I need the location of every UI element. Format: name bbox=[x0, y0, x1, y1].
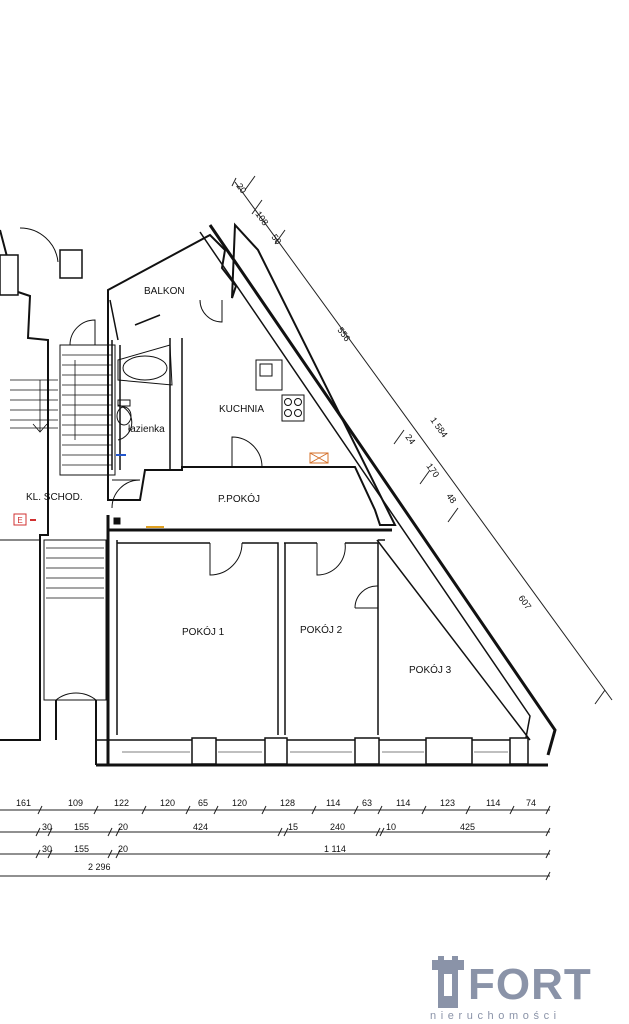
dim-row3-0: 30 bbox=[42, 844, 52, 854]
doors bbox=[0, 227, 379, 740]
staircase-upper bbox=[59, 344, 116, 476]
horizontal-dimensions: 161 109 122 120 65 120 128 114 63 114 12… bbox=[0, 798, 551, 881]
logo-tagline: nieruchomości bbox=[430, 1010, 561, 1022]
room-label-kuchnia: KUCHNIA bbox=[219, 404, 264, 415]
dim-row1-1: 109 bbox=[68, 798, 83, 808]
room-label-klatka: KL. SCHOD. bbox=[26, 492, 83, 503]
dim-170: 170 bbox=[424, 461, 441, 479]
tower-icon bbox=[432, 956, 464, 1008]
room-label-pokoj3: POKÓJ 3 bbox=[409, 663, 452, 676]
dim-row1-2: 122 bbox=[114, 798, 129, 808]
dim-row2-7: 425 bbox=[460, 822, 475, 832]
dim-row1-9: 114 bbox=[396, 798, 410, 808]
dim-row2-4: 15 bbox=[288, 822, 298, 832]
diagonal-dimensions: 20 108 50 556 1 584 24 170 48 607 bbox=[231, 175, 613, 705]
dim-607: 607 bbox=[516, 593, 533, 611]
room-label-balkon: BALKON bbox=[144, 286, 185, 297]
dim-row3-2: 20 bbox=[118, 844, 128, 854]
dim-row2-0: 30 bbox=[42, 822, 52, 832]
fixtures bbox=[113, 344, 329, 528]
dim-24: 24 bbox=[403, 432, 417, 446]
dim-row2-5: 240 bbox=[330, 822, 345, 832]
dim-row1-3: 120 bbox=[160, 798, 175, 808]
dim-row3-1: 155 bbox=[74, 844, 89, 854]
dim-row2-1: 155 bbox=[74, 822, 89, 832]
stair-treads bbox=[10, 354, 112, 599]
dim-row1-12: 74 bbox=[526, 798, 536, 808]
dim-row2-3: 424 bbox=[193, 822, 208, 832]
dim-108: 108 bbox=[253, 209, 270, 227]
dim-row1-4: 65 bbox=[198, 798, 208, 808]
dim-48: 48 bbox=[444, 491, 458, 505]
dim-row1-5: 120 bbox=[232, 798, 247, 808]
dim-50: 50 bbox=[269, 232, 283, 246]
dim-1584: 1 584 bbox=[428, 415, 449, 439]
room-label-przedpokoj: P.POKÓJ bbox=[218, 492, 260, 505]
fort-logo: FORT nieruchomości bbox=[430, 956, 629, 1024]
dim-row1-6: 128 bbox=[280, 798, 295, 808]
dim-row1-8: 63 bbox=[362, 798, 372, 808]
dim-row1-0: 161 bbox=[16, 798, 31, 808]
logo-name: FORT bbox=[468, 960, 592, 1009]
dim-row2-6: 10 bbox=[386, 822, 396, 832]
dim-20: 20 bbox=[234, 181, 248, 195]
room-label-pokoj1: POKÓJ 1 bbox=[182, 625, 225, 638]
dim-row3-3: 1 114 bbox=[324, 844, 346, 854]
dim-row1-11: 114 bbox=[486, 798, 500, 808]
meter-label: E bbox=[17, 516, 22, 525]
dim-row1-7: 114 bbox=[326, 798, 340, 808]
staircase-lower bbox=[43, 539, 107, 701]
room-label-pokoj2: POKÓJ 2 bbox=[300, 623, 343, 636]
dim-row2-2: 20 bbox=[118, 822, 128, 832]
dim-row1-10: 123 bbox=[440, 798, 455, 808]
meter-marker: E bbox=[13, 513, 36, 526]
room-label-lazienka: łazienka bbox=[128, 424, 165, 435]
dim-total: 2 296 bbox=[88, 862, 111, 872]
dim-556: 556 bbox=[335, 325, 352, 343]
walls bbox=[0, 222, 557, 767]
